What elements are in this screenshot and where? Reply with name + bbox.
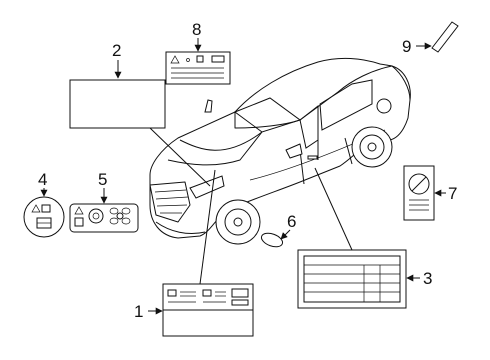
label-3-plate — [297, 249, 407, 309]
side-mirror — [285, 143, 303, 159]
callout-1: 1 — [134, 302, 143, 321]
rear-door-line — [344, 137, 353, 165]
label-7 — [403, 165, 435, 221]
front-bumper — [155, 221, 206, 235]
hood-crease — [167, 131, 263, 166]
rear-wheel — [351, 126, 393, 168]
rear-trunk-line — [391, 65, 411, 101]
label-2-plate — [69, 79, 166, 129]
label-4 — [23, 196, 65, 238]
front-door-handle — [307, 155, 318, 160]
front-door-line — [299, 149, 305, 185]
label-6-plate — [260, 232, 284, 248]
label-8 — [165, 51, 231, 85]
callout-8: 8 — [192, 20, 201, 39]
callout-7: 7 — [448, 184, 457, 203]
leader-lines — [40, 38, 446, 315]
rear-side-window — [319, 79, 373, 131]
callout-9: 9 — [402, 37, 411, 56]
label-7-plate — [403, 165, 435, 221]
label-9-strip — [431, 21, 459, 53]
label-5 — [69, 203, 139, 233]
callout-5: 5 — [98, 170, 107, 189]
antenna — [204, 99, 213, 113]
car-illustration — [149, 57, 411, 245]
callout-2: 2 — [112, 41, 121, 60]
callout-4: 4 — [38, 170, 47, 189]
hood-line — [179, 131, 263, 151]
front-wheel — [215, 199, 261, 245]
label-1 — [162, 283, 254, 337]
fuel-door — [376, 98, 392, 114]
callout-3: 3 — [423, 269, 432, 288]
label-4-plate — [23, 196, 65, 238]
label-3 — [297, 249, 407, 309]
label-5-plate — [69, 203, 139, 233]
headlamp — [189, 175, 225, 199]
callout-6: 6 — [287, 212, 296, 231]
fan-icon — [109, 207, 131, 225]
